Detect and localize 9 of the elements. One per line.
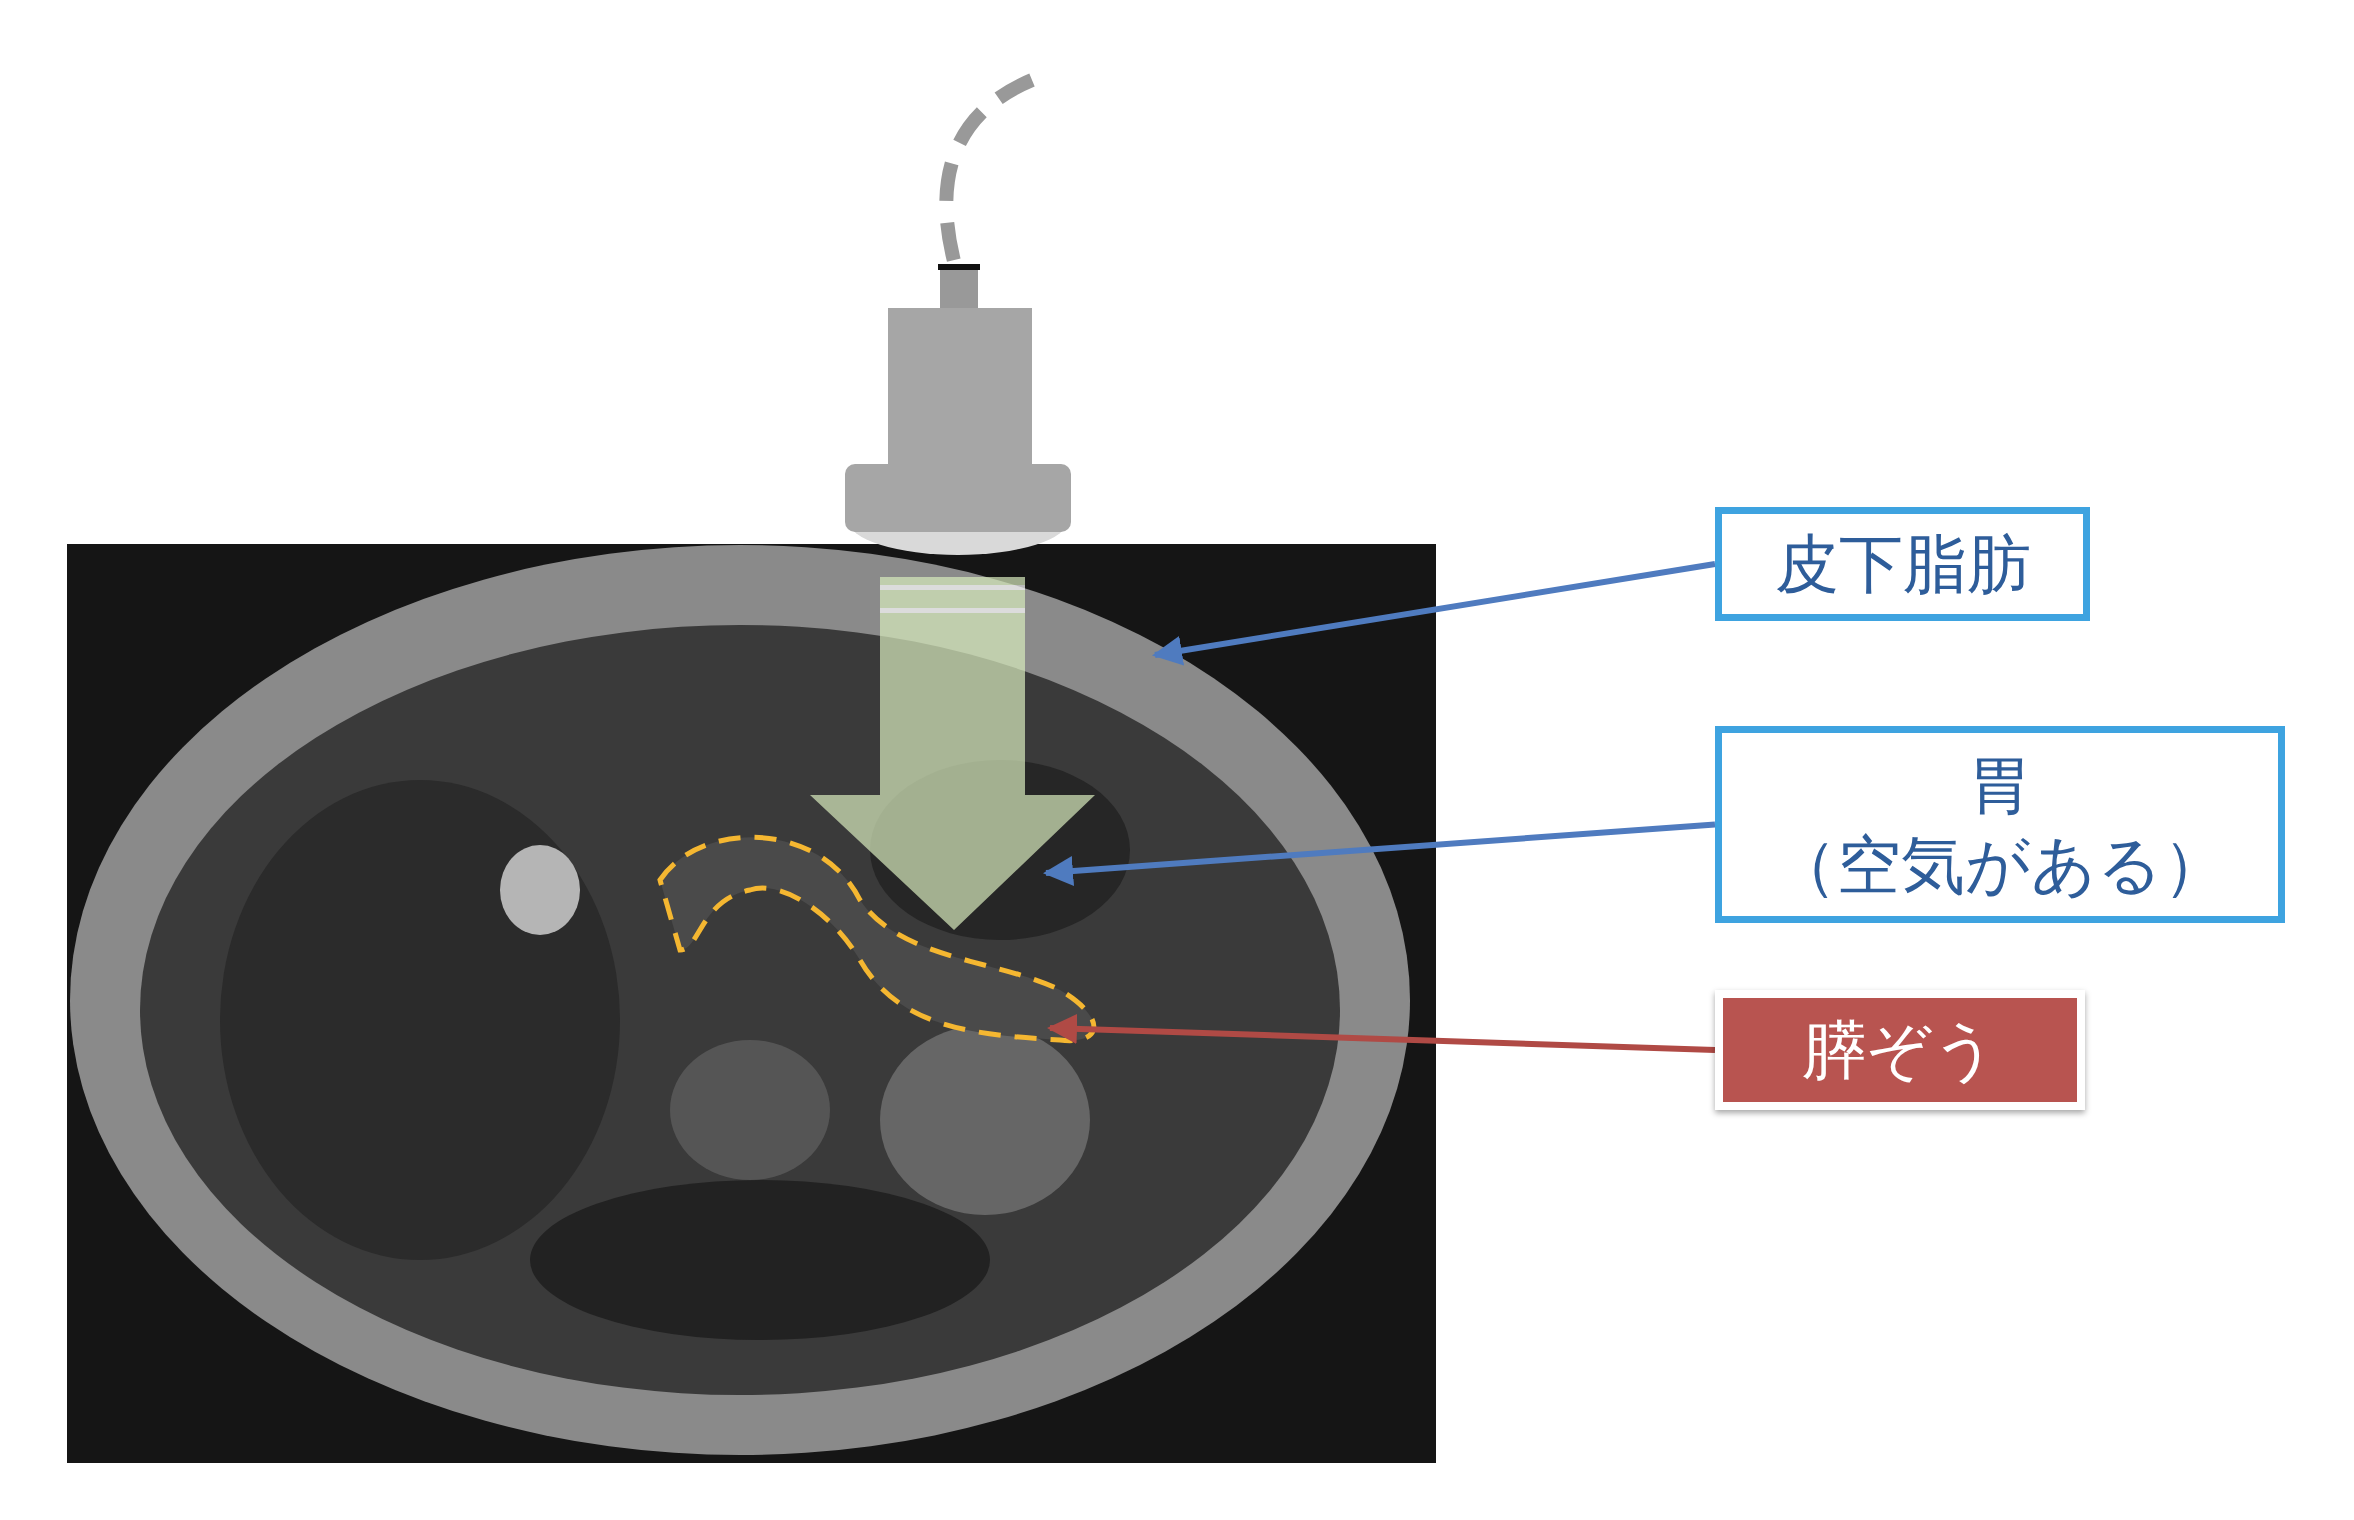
- label-text: 皮下脂肪: [1774, 526, 2031, 603]
- leader-arrow: [1152, 561, 1716, 666]
- leader-arrow: [1047, 1013, 1716, 1053]
- label-box: [1715, 507, 2090, 621]
- label-text: （空気がある）: [1773, 826, 2227, 904]
- leader-arrow: [1043, 821, 1716, 886]
- label-box: [1715, 726, 2285, 923]
- label-text: 胃: [1968, 746, 2032, 824]
- label-text: 膵ぞう: [1802, 1012, 1998, 1089]
